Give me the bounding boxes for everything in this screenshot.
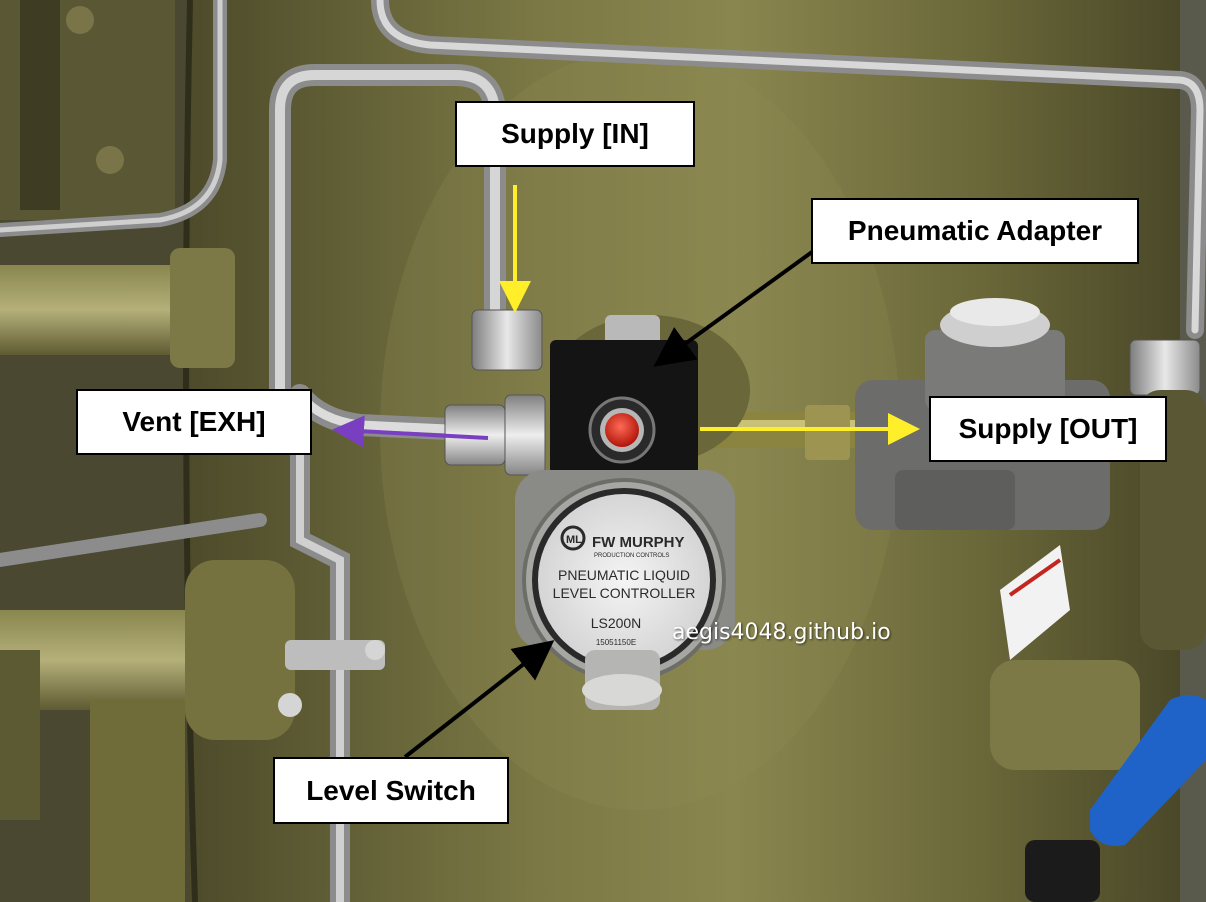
plate-sub-brand: PRODUCTION CONTROLS xyxy=(594,553,669,559)
pneumatic-adapter-leader xyxy=(653,250,814,367)
callout-supply-out: Supply [OUT] xyxy=(929,396,1167,462)
left-pipe-lower xyxy=(0,560,295,902)
vent-flow-arrow xyxy=(332,415,489,448)
svg-text:ML: ML xyxy=(566,534,582,546)
watermark-text: aegis4048.github.io xyxy=(672,620,891,645)
left-pipe-upper xyxy=(0,248,235,368)
warning-tag xyxy=(1000,545,1070,660)
vent-fitting xyxy=(444,394,546,476)
plate-title-line2: LEVEL CONTROLLER xyxy=(553,585,696,601)
callout-vent: Vent [EXH] xyxy=(76,389,312,455)
pipe-clamp xyxy=(278,640,385,717)
plate-serial: 15051150E xyxy=(596,638,636,647)
callout-pneumatic-adapter: Pneumatic Adapter xyxy=(811,198,1139,264)
plate-model: LS200N xyxy=(591,615,642,631)
left-flange xyxy=(0,0,175,220)
supply-in-fitting xyxy=(471,309,543,371)
callout-level-switch: Level Switch xyxy=(273,757,509,824)
callout-supply-in: Supply [IN] xyxy=(455,101,695,167)
right-fitting xyxy=(1129,339,1201,396)
murphy-logo-icon: ML xyxy=(560,525,586,551)
plate-brand: FW MURPHY xyxy=(592,534,685,551)
device-plate: ML FW MURPHY PRODUCTION CONTROLS PNEUMAT… xyxy=(553,525,696,647)
level-switch-body xyxy=(515,470,735,710)
blue-valve-handle xyxy=(1025,695,1206,902)
level-switch-leader xyxy=(403,640,555,759)
plate-title-line1: PNEUMATIC LIQUID xyxy=(558,567,690,583)
